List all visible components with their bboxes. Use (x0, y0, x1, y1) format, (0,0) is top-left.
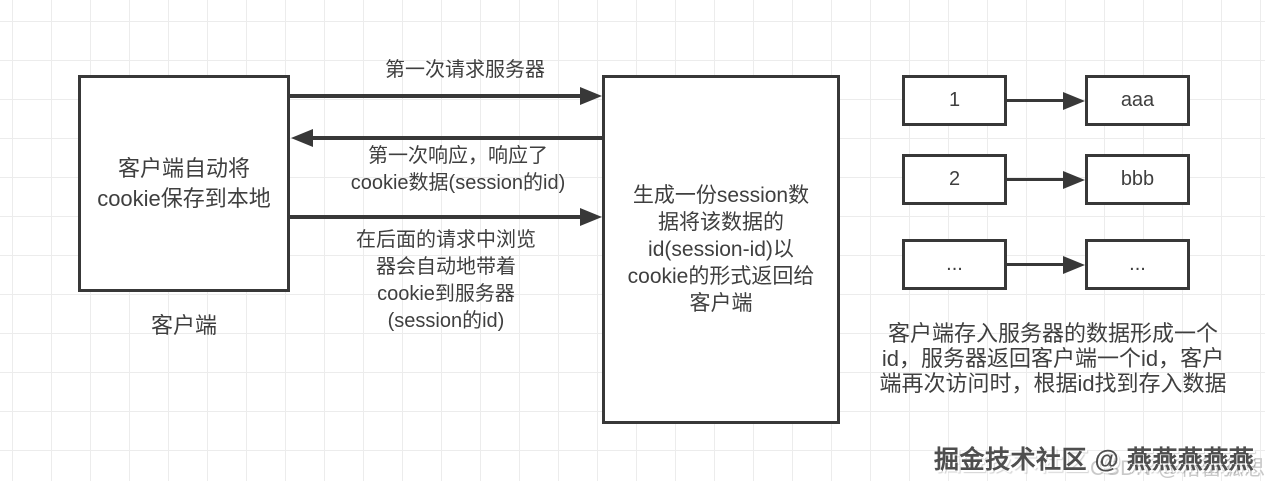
map-arrow-row1-line (1007, 99, 1065, 102)
id-box-row1: 1 (902, 75, 1007, 126)
map-arrow-row3-head-icon (1063, 256, 1085, 274)
arrow-first-request-line (290, 94, 582, 98)
id-box-row2: 2 (902, 154, 1007, 205)
map-arrow-row1-head-icon (1063, 92, 1085, 110)
arrow-first-request-head-icon (580, 87, 602, 105)
arrow-first-response-line (311, 136, 602, 140)
arrow-first-response-head-icon (291, 129, 313, 147)
id-box-row3: ... (902, 239, 1007, 290)
arrow-later-request-line (290, 215, 582, 219)
client-box: 客户端自动将 cookie保存到本地 (78, 75, 290, 292)
arrow-first-response-label: 第一次响应，响应了 cookie数据(session的id) (350, 145, 566, 194)
map-arrow-row2-head-icon (1063, 171, 1085, 189)
mapping-caption: 客户端存入服务器的数据形成一个 id，服务器返回客户端一个id，客户 端再次访问… (879, 321, 1227, 396)
value-box-row3: ... (1085, 239, 1190, 290)
map-arrow-row3-line (1007, 263, 1065, 266)
value-box-row2: bbb (1085, 154, 1190, 205)
arrow-first-request-label: 第一次请求服务器 (385, 59, 545, 81)
value-box-row1: aaa (1085, 75, 1190, 126)
server-box: 生成一份session数 据将该数据的 id(session-id)以 cook… (602, 75, 840, 424)
arrow-later-request-label: 在后面的请求中浏览 器会自动地带着 cookie到服务器 (session的id… (356, 229, 536, 332)
watermark-csdn: CSDN @格雷狐思 (1090, 457, 1265, 480)
arrow-later-request-head-icon (580, 208, 602, 226)
map-arrow-row2-line (1007, 178, 1065, 181)
watermark-juejin: 掘金技术社区 @ 燕燕燕燕燕 (934, 446, 1255, 474)
client-box-caption: 客户端 (150, 313, 217, 338)
